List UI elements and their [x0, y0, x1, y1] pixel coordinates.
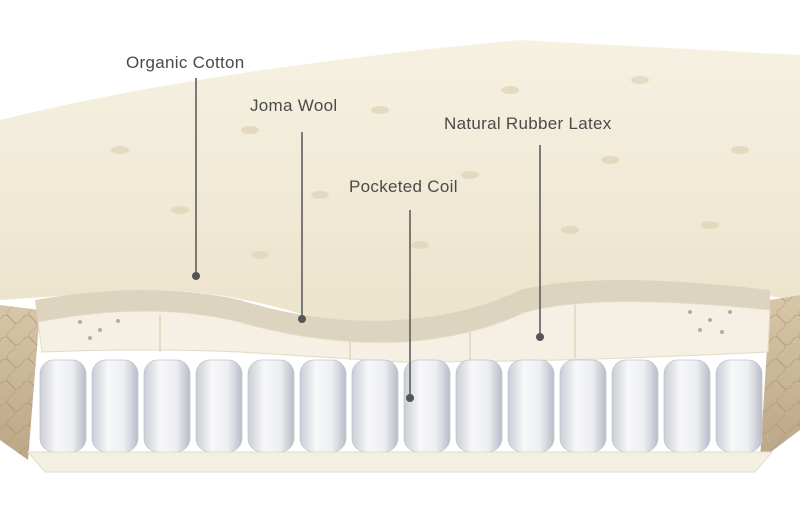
wool-layer — [35, 280, 770, 343]
mattress-base-tray — [26, 451, 774, 473]
leader-dot-organic-cotton — [192, 272, 200, 280]
leader-dot-pocketed-coil — [406, 394, 414, 402]
leader-dot-natural-rubber-latex — [536, 333, 544, 341]
coil-pocket — [507, 359, 555, 453]
latex-layer — [37, 301, 771, 363]
leader-lines — [192, 78, 544, 402]
coil-pocket — [403, 359, 451, 453]
coil-pocket — [611, 359, 659, 453]
coil-pocket — [39, 359, 87, 453]
side-fabric-right-quilt — [760, 295, 800, 460]
coil-pocket — [663, 359, 711, 453]
leader-dot-joma-wool — [298, 315, 306, 323]
latex-seams — [159, 305, 576, 362]
coil-pocket — [143, 359, 191, 453]
side-fabric-left-quilt — [0, 305, 40, 460]
label-natural-rubber-latex: Natural Rubber Latex — [444, 114, 612, 133]
tufting-dimples — [111, 76, 749, 259]
label-organic-cotton: Organic Cotton — [126, 53, 245, 72]
latex-perforations — [78, 310, 732, 340]
coil-pocket — [455, 359, 503, 453]
label-joma-wool: Joma Wool — [250, 96, 338, 115]
coil-pocket — [299, 359, 347, 453]
coil-pocket — [91, 359, 139, 453]
coil-pocket — [195, 359, 243, 453]
coil-pocket — [247, 359, 295, 453]
pocketed-coils — [39, 359, 770, 453]
coil-pocket — [559, 359, 607, 453]
coil-pocket — [351, 359, 399, 453]
label-pocketed-coil: Pocketed Coil — [349, 177, 458, 196]
mattress-top-surface — [0, 40, 800, 323]
coil-pocket — [715, 359, 763, 453]
